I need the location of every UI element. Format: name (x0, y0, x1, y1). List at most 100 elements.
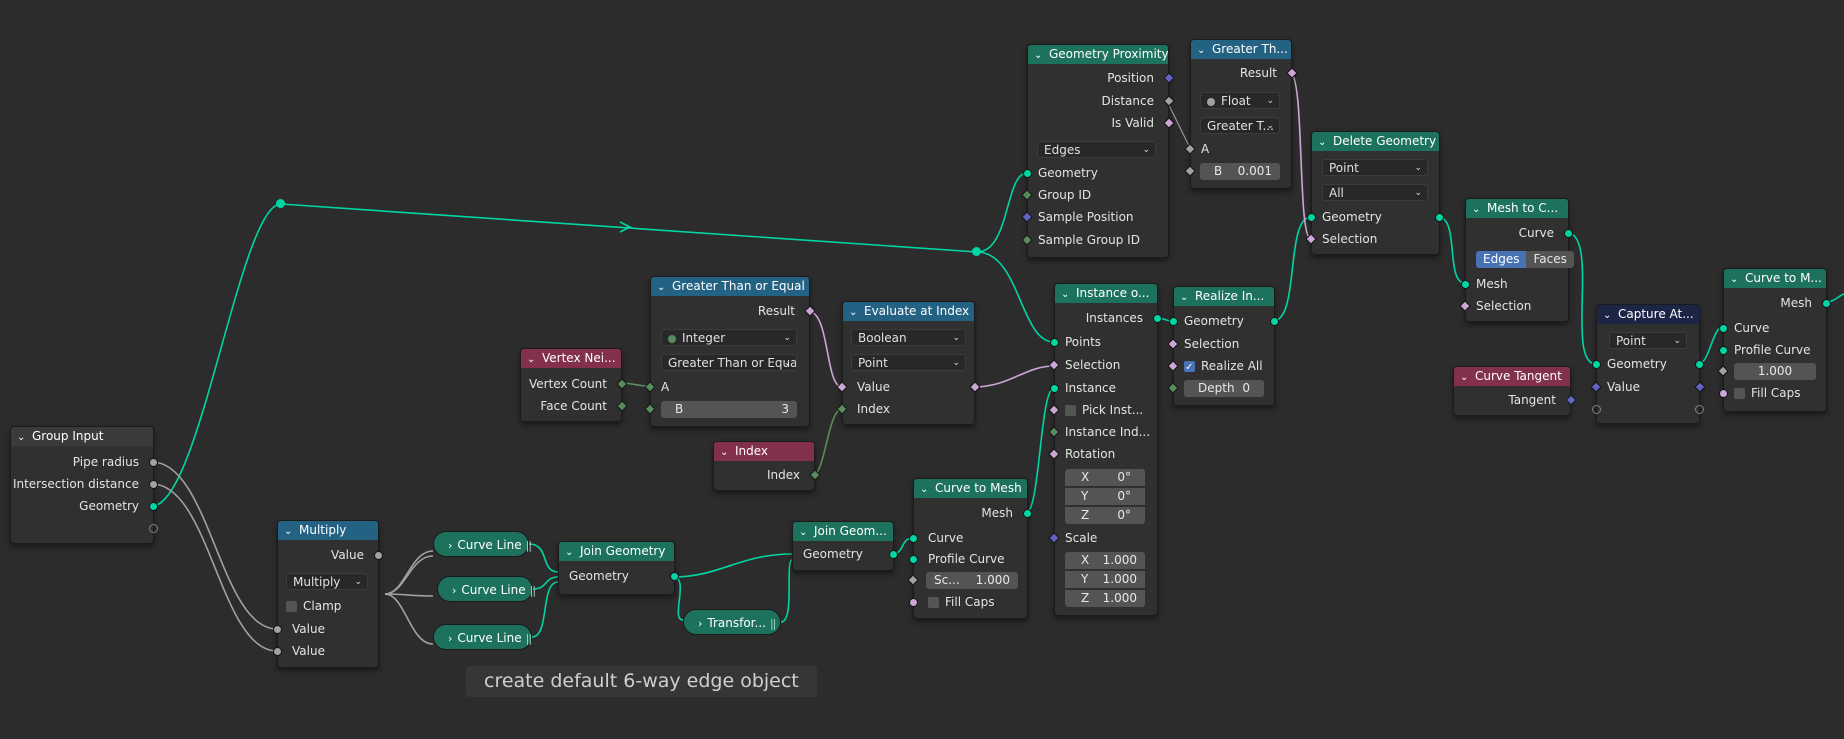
chevron-down-icon[interactable]: ⌄ (920, 484, 929, 495)
domain-dropdown[interactable]: Point⌄ (851, 354, 966, 371)
chevron-down-icon[interactable]: ⌄ (657, 282, 666, 293)
mode-faces-option[interactable]: Faces (1526, 251, 1574, 268)
empty-socket-icon[interactable] (149, 524, 158, 533)
chevron-right-icon[interactable]: › (448, 539, 453, 552)
geometry-socket-icon[interactable] (670, 572, 679, 581)
realize-instances-node[interactable]: ⌄Realize In... Geometry Selection Realiz… (1167, 286, 1279, 406)
node-header[interactable]: ⌄Vertex Nei... (521, 349, 621, 368)
checkbox-checked-icon[interactable] (1184, 358, 1195, 377)
curve-line-node-2[interactable]: ›Curve Line|| (437, 576, 536, 602)
curve-line-node-1[interactable]: ›Curve Line|| (433, 531, 532, 557)
chevron-down-icon[interactable]: ⌄ (1061, 289, 1070, 300)
geometry-socket-icon[interactable] (1270, 317, 1279, 326)
delete-geometry-node[interactable]: ⌄Delete Geometry Point⌄ All⌄ Geometry Se… (1305, 131, 1444, 255)
vertex-neighbors-node[interactable]: ⌄Vertex Nei... Vertex Count Face Count (520, 348, 628, 422)
geometry-socket-icon[interactable] (149, 502, 158, 511)
chevron-down-icon[interactable]: ⌄ (527, 354, 536, 365)
node-header[interactable]: ⌄Delete Geometry (1312, 132, 1439, 151)
node-header[interactable]: ⌄Curve to M... (1724, 269, 1826, 288)
geometry-socket-icon[interactable] (1169, 317, 1178, 326)
scale-field[interactable]: Sc...1.000 (926, 572, 1018, 589)
float-socket-icon[interactable] (149, 480, 158, 489)
operation-dropdown[interactable]: Multiply⌄ (286, 573, 368, 590)
node-header[interactable]: ⌄Index (714, 442, 814, 461)
float-socket-icon[interactable] (374, 551, 383, 560)
transform-node[interactable]: ›Transfor...|| (683, 609, 781, 635)
chevron-down-icon[interactable]: ⌄ (849, 307, 858, 318)
geometry-proximity-node[interactable]: ⌄Geometry Proximity Position Distance Is… (1021, 44, 1175, 258)
geometry-socket-icon[interactable] (1592, 360, 1601, 369)
curve-tangent-node[interactable]: ⌄Curve Tangent Tangent (1453, 366, 1577, 416)
chevron-right-icon[interactable]: › (452, 584, 457, 597)
data-type-dropdown[interactable]: Boolean⌄ (851, 329, 966, 346)
node-header[interactable]: ⌄Join Geometry (559, 542, 674, 561)
greater-than-node[interactable]: ⌄Greater Th... Result Float⌄ Greater T..… (1184, 39, 1298, 189)
node-header[interactable]: ⌄Greater Th... (1191, 40, 1291, 59)
float-socket-icon[interactable] (273, 625, 282, 634)
geometry-socket-icon[interactable] (1564, 229, 1573, 238)
operation-dropdown[interactable]: Greater T...⌄ (1200, 117, 1280, 134)
geometry-socket-icon[interactable] (1719, 324, 1728, 333)
node-header[interactable]: ⌄Instance o... (1055, 284, 1157, 303)
geometry-socket-icon[interactable] (1023, 509, 1032, 518)
geometry-socket-icon[interactable] (1023, 169, 1032, 178)
node-header[interactable]: ⌄Realize In... (1174, 287, 1274, 306)
checkbox-icon[interactable] (928, 597, 939, 608)
chevron-down-icon[interactable]: ⌄ (799, 527, 808, 538)
geometry-socket-icon[interactable] (889, 550, 898, 559)
chevron-down-icon[interactable]: ⌄ (720, 447, 729, 458)
group-input-node[interactable]: ⌄Group Input Pipe radius Intersection di… (10, 426, 158, 544)
chevron-down-icon[interactable]: ⌄ (1318, 137, 1327, 148)
curve-to-mesh-node-2[interactable]: ⌄Curve to M... Mesh Curve Profile Curve … (1717, 268, 1831, 412)
domain-dropdown[interactable]: Point⌄ (1609, 332, 1687, 349)
geometry-socket-icon[interactable] (909, 555, 918, 564)
chevron-right-icon[interactable]: › (698, 617, 703, 630)
geometry-socket-icon[interactable] (1050, 384, 1059, 393)
domain-dropdown[interactable]: Point⌄ (1322, 159, 1428, 176)
chevron-down-icon[interactable]: ⌄ (1197, 45, 1206, 56)
geometry-socket-icon[interactable] (1153, 314, 1162, 323)
chevron-right-icon[interactable]: › (448, 632, 453, 645)
node-header[interactable]: ⌄Evaluate at Index (843, 302, 974, 321)
chevron-down-icon[interactable]: ⌄ (1472, 204, 1481, 215)
node-header[interactable]: ⌄Mesh to C... (1466, 199, 1568, 218)
data-type-dropdown[interactable]: Integer⌄ (661, 329, 797, 346)
chevron-down-icon[interactable]: ⌄ (1730, 274, 1739, 285)
capture-attribute-node[interactable]: ⌄Capture At... Point⌄ Geometry Value (1590, 304, 1706, 424)
chevron-down-icon[interactable]: ⌄ (565, 547, 574, 558)
clamp-checkbox[interactable]: Clamp (278, 597, 378, 616)
join-geometry-node-1[interactable]: ⌄Join Geometry Geometry (558, 541, 679, 595)
geometry-socket-icon[interactable] (1719, 346, 1728, 355)
geometry-socket-icon[interactable] (1307, 213, 1316, 222)
node-header[interactable]: ⌄Greater Than or Equal (651, 277, 809, 296)
mode-dropdown[interactable]: All⌄ (1322, 184, 1428, 201)
curve-line-node-3[interactable]: ›Curve Line|| (433, 624, 532, 650)
float-socket-icon[interactable] (273, 647, 282, 656)
geometry-socket-icon[interactable] (1822, 299, 1831, 308)
boolean-socket-icon[interactable] (1719, 389, 1728, 398)
node-header[interactable]: ⌄Geometry Proximity (1028, 45, 1168, 64)
reroute-point[interactable] (972, 247, 981, 256)
node-header[interactable]: ⌄Group Input (11, 427, 153, 446)
reroute-point[interactable] (276, 199, 285, 208)
instance-on-points-node[interactable]: ⌄Instance o... Instances Points Selectio… (1048, 283, 1162, 616)
chevron-down-icon[interactable]: ⌄ (1603, 310, 1612, 321)
target-element-dropdown[interactable]: Edges⌄ (1037, 141, 1156, 158)
chevron-down-icon[interactable]: ⌄ (1180, 292, 1189, 303)
greater-equal-node[interactable]: ⌄Greater Than or Equal Result Integer⌄ G… (644, 276, 816, 427)
node-header[interactable]: ⌄Curve to Mesh (914, 479, 1027, 498)
geometry-socket-icon[interactable] (1461, 280, 1470, 289)
float-socket-icon[interactable] (149, 458, 158, 467)
data-type-dropdown[interactable]: Float⌄ (1200, 92, 1280, 109)
frame-label[interactable]: create default 6-way edge object (466, 666, 817, 697)
